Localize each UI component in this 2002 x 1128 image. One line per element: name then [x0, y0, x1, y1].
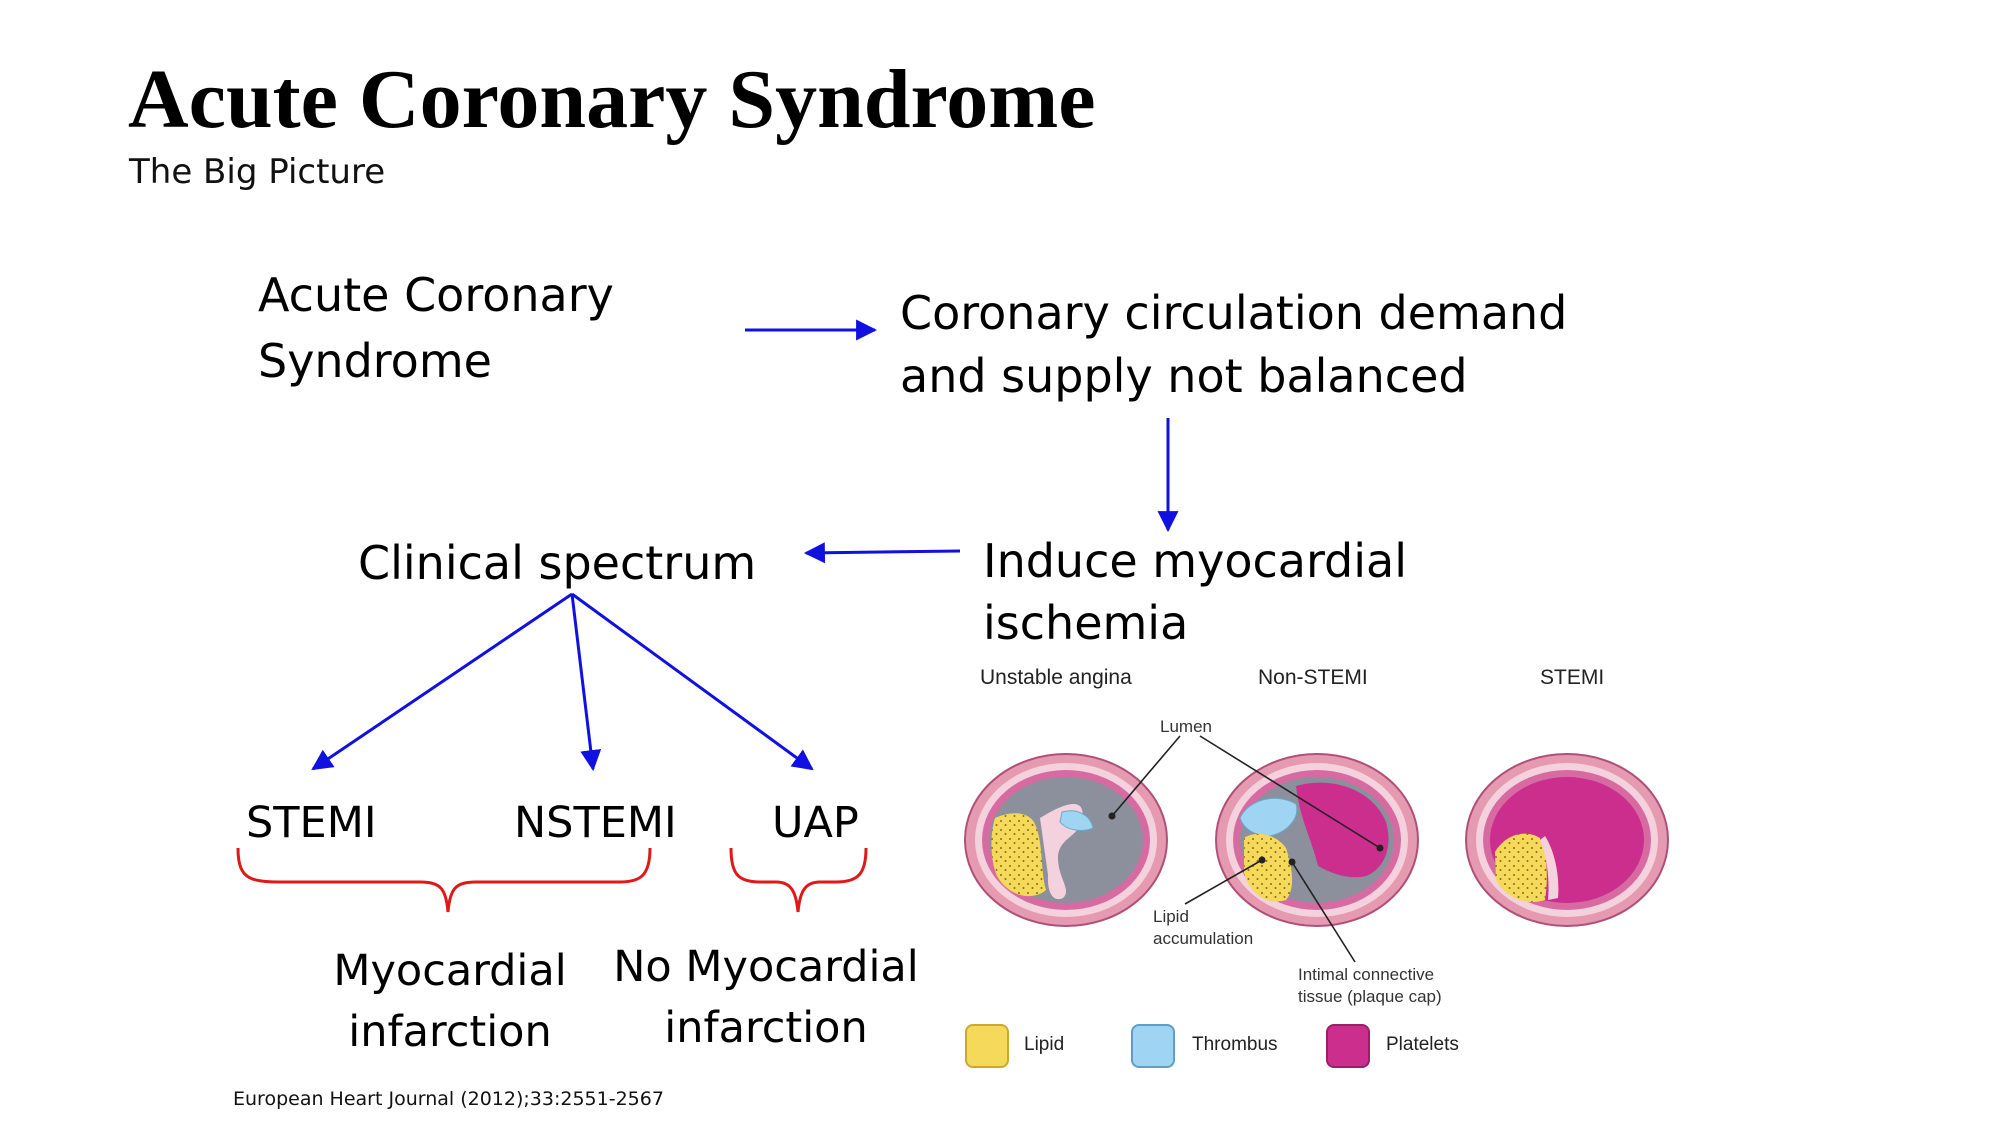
uap-label: UAP — [772, 798, 859, 848]
mi-group-label: Myocardial infarction — [320, 941, 580, 1063]
arrow-to-stemi — [311, 592, 573, 771]
vessel-unstable-angina — [964, 753, 1168, 927]
arrow-ischemia-to-spectrum — [803, 542, 961, 564]
lipid-accumulation-annotation: Lipid accumulation — [1153, 907, 1254, 948]
ischemia-line-2: ischemia — [983, 596, 1189, 650]
vessel-stemi — [1465, 753, 1669, 927]
panel-label-non-stemi: Non-STEMI — [1258, 666, 1368, 689]
panel-label-unstable-angina: Unstable angina — [980, 666, 1132, 689]
legend-label-platelets: Platelets — [1386, 1034, 1459, 1055]
acs-line-1: Acute Coronary — [258, 268, 614, 322]
imbalance-line-1: Coronary circulation demand — [900, 286, 1568, 340]
brace-mi — [236, 847, 652, 913]
legend-swatch-thrombus — [1131, 1024, 1175, 1068]
legend-swatch-platelets — [1326, 1024, 1370, 1068]
no-mi-line-2: infarction — [664, 1003, 868, 1053]
legend-label-lipid: Lipid — [1024, 1034, 1065, 1055]
acs-node: Acute Coronary Syndrome — [258, 262, 614, 394]
legend-swatch-lipid — [965, 1024, 1009, 1068]
thrombus-unstable-angina — [1059, 810, 1094, 831]
slide-subtitle: The Big Picture — [129, 152, 386, 192]
vessel-non-stemi — [1215, 753, 1419, 927]
illustration-legend: Lipid Thrombus Platelets — [965, 1024, 1525, 1070]
legend-label-thrombus: Thrombus — [1192, 1034, 1278, 1055]
slide-title: Acute Coronary Syndrome — [128, 53, 1096, 146]
ischemia-line-1: Induce myocardial — [983, 534, 1407, 588]
lipid-core-unstable-angina — [991, 813, 1046, 897]
stemi-label: STEMI — [246, 798, 377, 848]
mi-line-1: Myocardial — [333, 946, 567, 996]
spectrum-label: Clinical spectrum — [358, 536, 757, 590]
citation: European Heart Journal (2012);33:2551-25… — [233, 1088, 664, 1110]
mi-line-2: infarction — [348, 1007, 552, 1057]
no-mi-group-label: No Myocardial infarction — [606, 937, 926, 1059]
imbalance-line-2: and supply not balanced — [900, 349, 1468, 403]
lumen-annotation: Lumen — [1160, 717, 1212, 736]
ischemia-node: Induce myocardial ischemia — [983, 530, 1407, 654]
no-mi-line-1: No Myocardial — [613, 942, 919, 992]
leader-intimal — [1291, 861, 1356, 963]
nstemi-label: NSTEMI — [514, 798, 677, 848]
arrow-to-nstemi — [570, 593, 602, 772]
panel-label-stemi: STEMI — [1540, 666, 1605, 689]
lipid-core-non-stemi — [1244, 833, 1293, 902]
arrow-to-uap — [571, 592, 814, 771]
thrombus-non-stemi — [1239, 797, 1298, 837]
acs-line-2: Syndrome — [258, 334, 492, 388]
lipid-core-stemi — [1495, 833, 1547, 902]
leader-lumen-1 — [1111, 735, 1181, 817]
brace-no-mi — [729, 847, 868, 913]
intimal-tissue-annotation: Intimal connective tissue (plaque cap) — [1298, 965, 1442, 1006]
leader-lumen-2 — [1199, 735, 1381, 849]
platelets-non-stemi — [1296, 782, 1389, 878]
imbalance-node: Coronary circulation demand and supply n… — [900, 282, 1567, 408]
spectrum-node: Clinical spectrum — [358, 530, 756, 596]
leader-lipid — [1184, 859, 1263, 905]
